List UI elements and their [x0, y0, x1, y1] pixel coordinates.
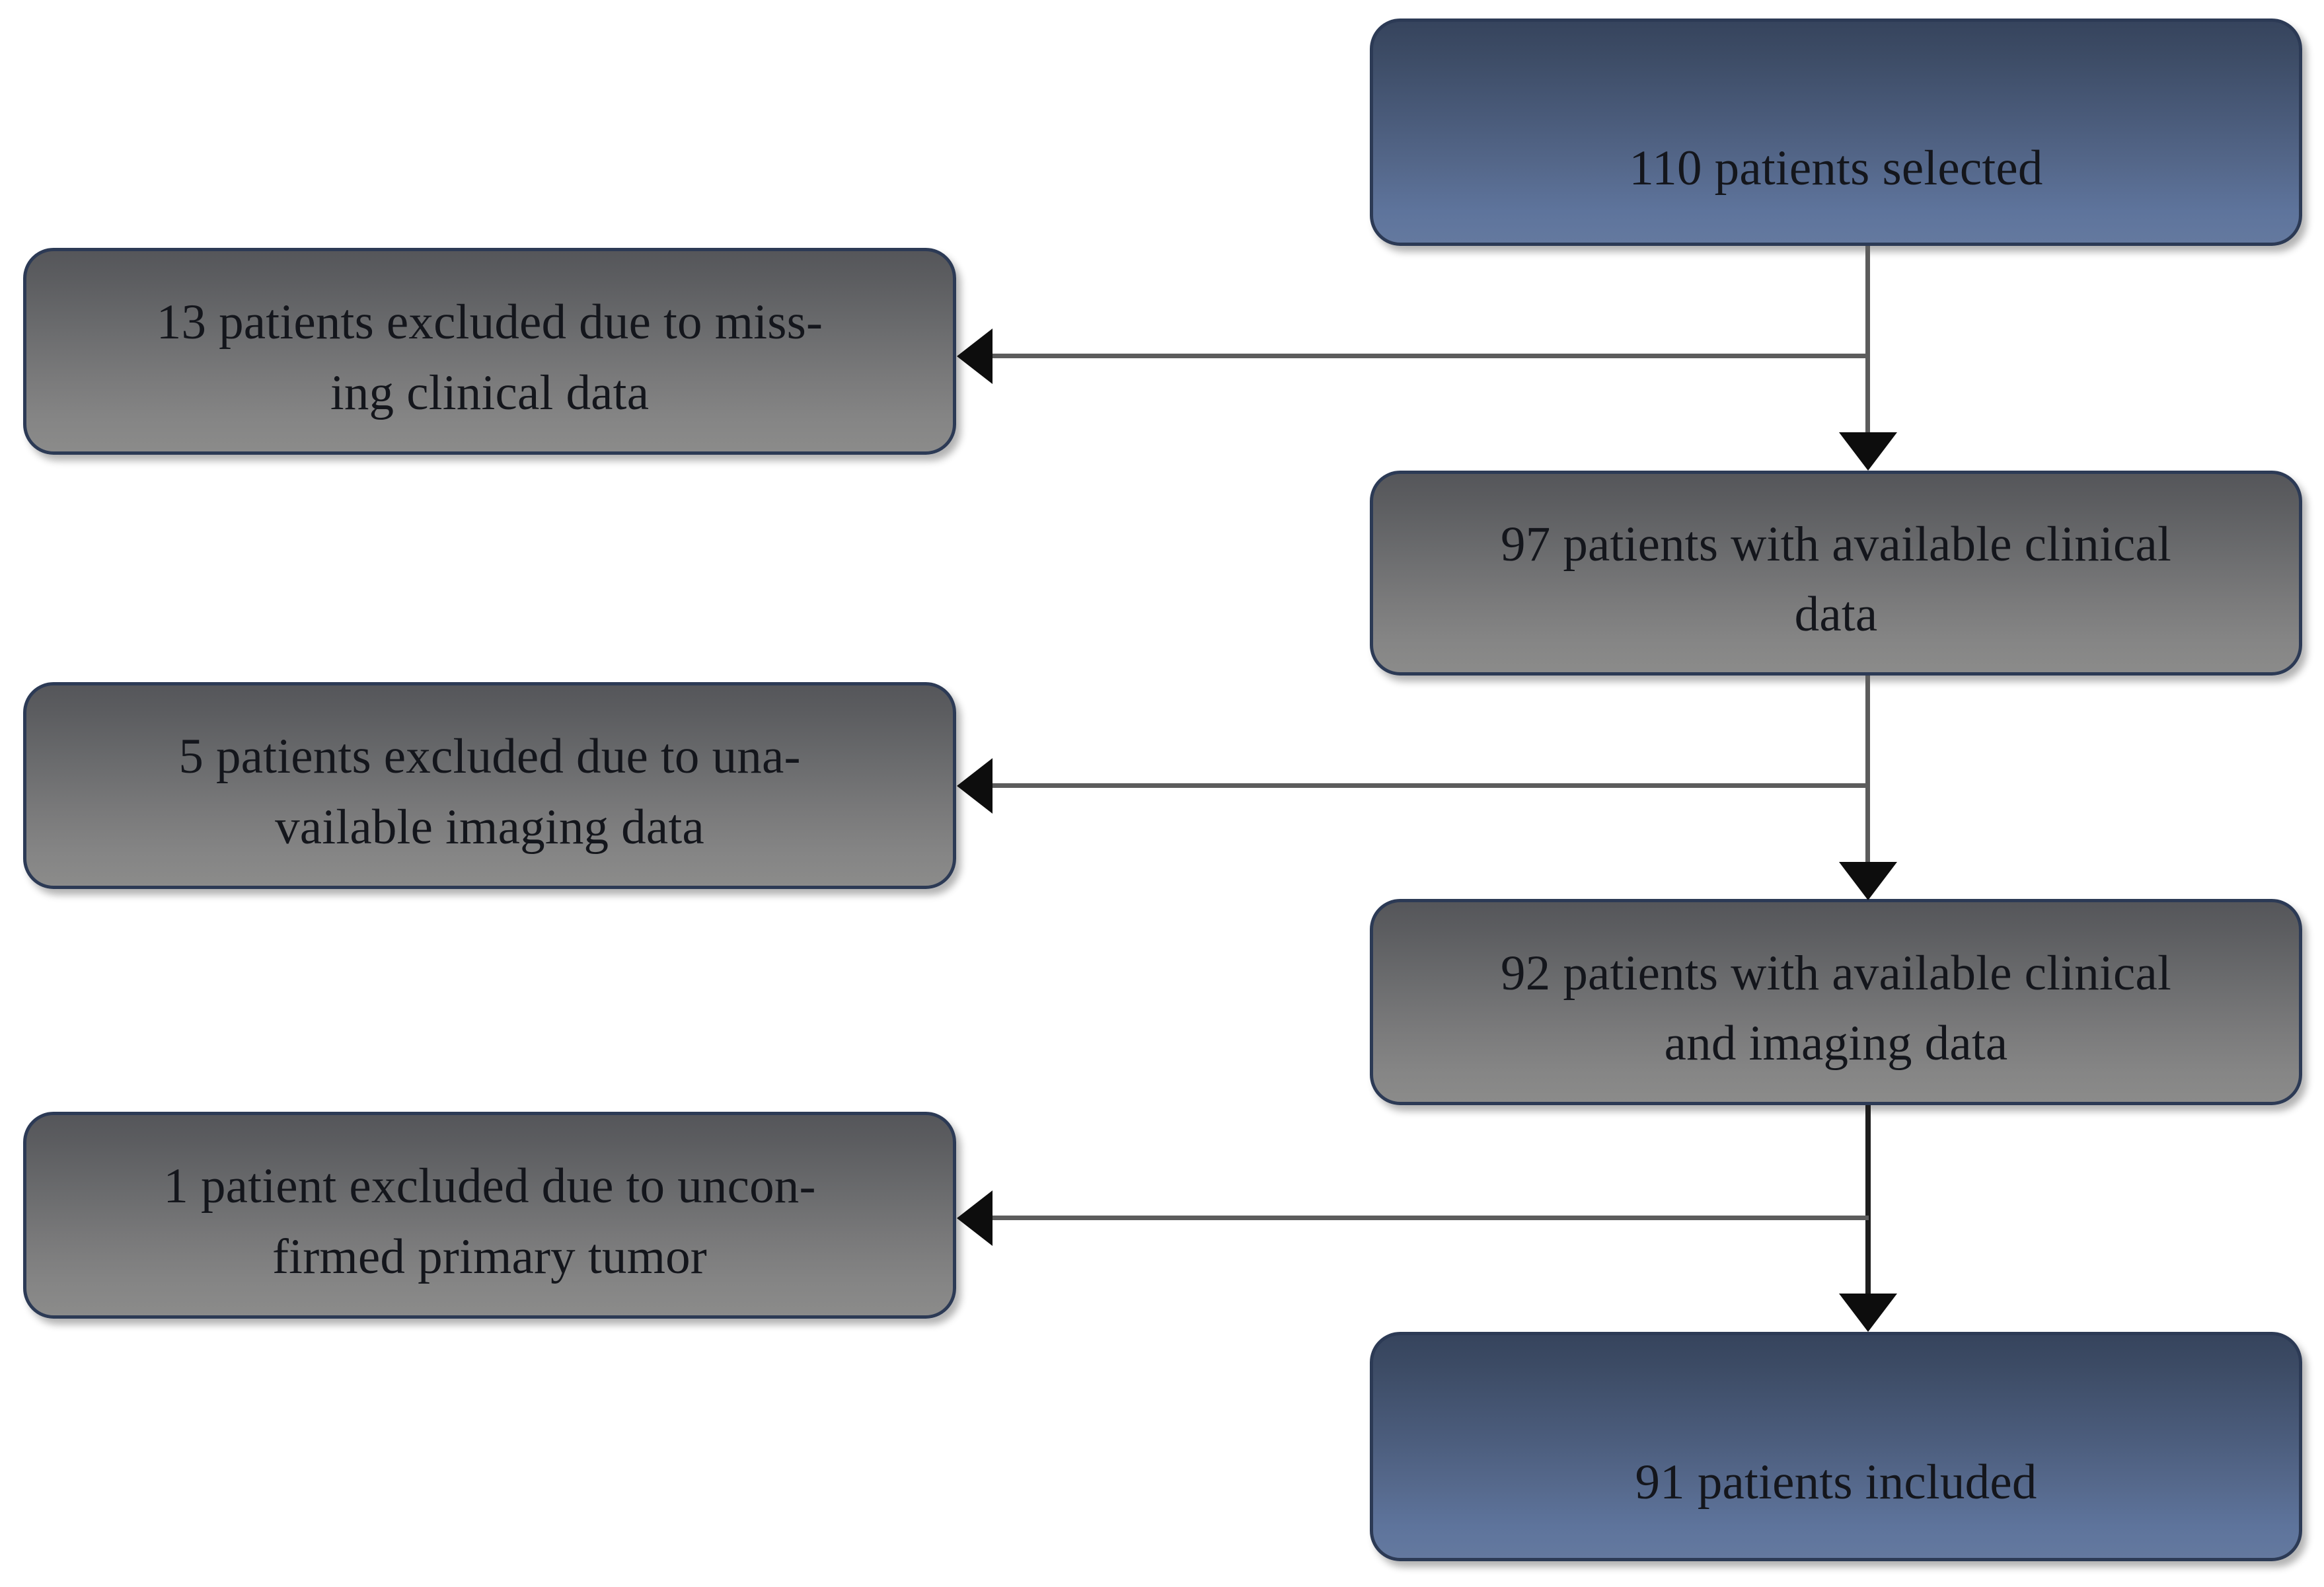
arrowhead-down-icon-to-included — [1839, 1294, 1897, 1332]
node-excluded-unconfirmed-primary-tumor: 1 patient excluded due to uncon- firmed … — [23, 1112, 956, 1319]
node-excluded-unavailable-imaging-data-label: 5 patients excluded due to una- vailable… — [178, 729, 801, 855]
node-patients-with-clinical-data-label: 97 patients with available clinical data — [1501, 516, 2171, 642]
node-patients-included: 91 patients included — [1370, 1332, 2302, 1561]
node-excluded-unconfirmed-primary-tumor-label: 1 patient excluded due to uncon- firmed … — [163, 1159, 816, 1284]
node-patients-with-clinical-data: 97 patients with available clinical data — [1370, 471, 2302, 676]
connector-line-to-excluded-missing-clinical-data — [985, 354, 1869, 358]
node-excluded-unavailable-imaging-data: 5 patients excluded due to una- vailable… — [23, 682, 956, 889]
arrowhead-left-icon-to-excluded-unavailable-imaging-data — [957, 758, 993, 814]
arrowhead-left-icon-to-excluded-unconfirmed-primary-tumor — [957, 1190, 993, 1246]
node-excluded-missing-clinical-data: 13 patients excluded due to miss- ing cl… — [23, 248, 956, 455]
node-patients-included-label: 91 patients included — [1635, 1455, 2037, 1510]
connector-line-selected-to-clinical — [1865, 246, 1870, 435]
arrowhead-down-icon-to-clinical-imaging — [1839, 862, 1897, 900]
arrowhead-left-icon-to-excluded-missing-clinical-data — [957, 329, 993, 384]
node-patients-with-clinical-and-imaging-data: 92 patients with available clinical and … — [1370, 899, 2302, 1105]
node-patients-selected: 110 patients selected — [1370, 19, 2302, 246]
node-patients-with-clinical-and-imaging-data-label: 92 patients with available clinical and … — [1501, 945, 2171, 1071]
node-excluded-missing-clinical-data-label: 13 patients excluded due to miss- ing cl… — [156, 295, 823, 420]
connector-line-to-excluded-unconfirmed-primary-tumor — [985, 1216, 1869, 1220]
connector-line-clinical-imaging-to-included — [1865, 1105, 1871, 1297]
connector-line-clinical-to-clinical-imaging — [1865, 676, 1870, 866]
arrowhead-down-icon-to-clinical — [1839, 432, 1897, 471]
connector-line-to-excluded-unavailable-imaging-data — [985, 783, 1869, 788]
node-patients-selected-label: 110 patients selected — [1629, 140, 2043, 196]
